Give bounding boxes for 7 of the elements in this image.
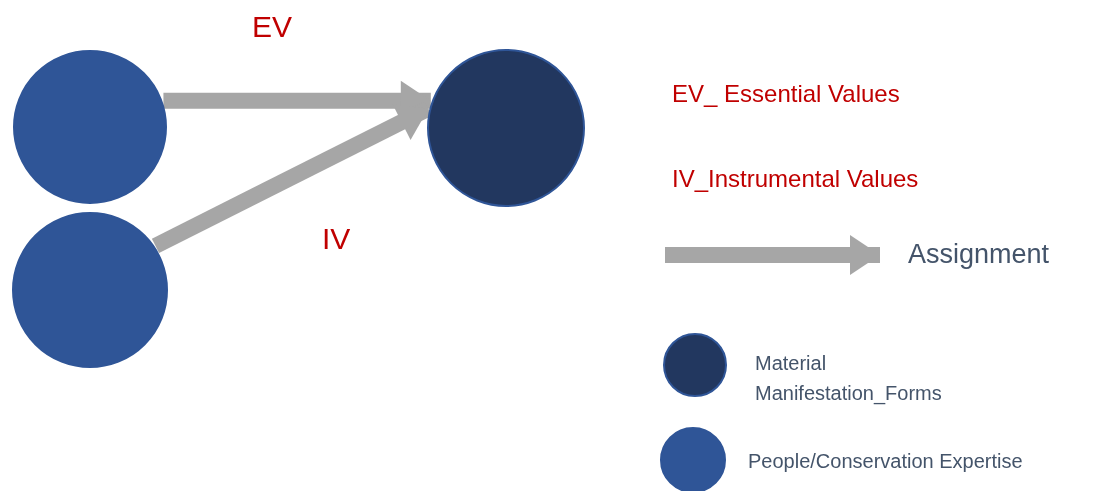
definition-text: EV_ Essential Values	[672, 80, 900, 108]
edge-label: IV	[322, 222, 351, 256]
legend-text: Assignment	[908, 238, 1050, 271]
legend-text: Material Manifestation_Forms	[755, 351, 943, 407]
legend-text: People/Conservation Expertise	[748, 449, 1023, 474]
edge-label: EV	[252, 10, 293, 44]
definition-text: IV_Instrumental Values	[672, 165, 919, 193]
